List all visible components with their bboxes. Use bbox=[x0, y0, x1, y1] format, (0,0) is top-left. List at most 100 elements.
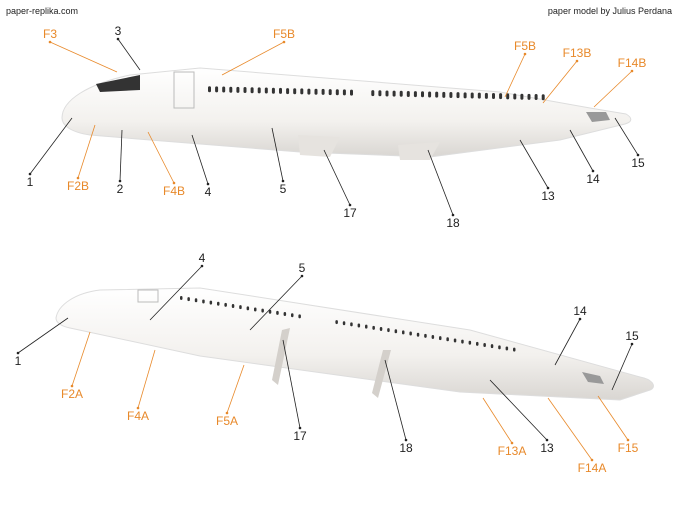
leader-line bbox=[547, 397, 593, 461]
window bbox=[261, 308, 264, 313]
window bbox=[243, 87, 247, 94]
part-label-f14a: F14A bbox=[578, 461, 607, 475]
leader-dot bbox=[172, 181, 176, 185]
part-label-f2b: F2B bbox=[67, 179, 89, 193]
leader-dot bbox=[626, 438, 630, 442]
leader-line bbox=[71, 331, 91, 387]
window bbox=[477, 92, 481, 99]
leader-dot bbox=[281, 179, 285, 183]
window bbox=[222, 86, 226, 93]
part-label-13: 13 bbox=[540, 441, 554, 455]
part-label-f5b: F5B bbox=[273, 27, 295, 41]
wing-root-left bbox=[298, 135, 340, 157]
leader-line bbox=[554, 318, 581, 366]
window bbox=[342, 89, 346, 96]
part-label-17: 17 bbox=[343, 206, 357, 220]
window bbox=[402, 330, 405, 335]
part-label-15: 15 bbox=[625, 329, 639, 343]
window bbox=[300, 88, 304, 95]
leader-line bbox=[597, 395, 629, 441]
leader-dot bbox=[630, 342, 634, 346]
part-label-f13a: F13A bbox=[498, 444, 527, 458]
window bbox=[456, 92, 460, 99]
window-row bbox=[180, 296, 516, 352]
leader-line bbox=[117, 38, 141, 71]
window bbox=[268, 309, 272, 314]
part-label-f4b: F4B bbox=[163, 184, 185, 198]
leader-dot bbox=[298, 426, 302, 430]
window bbox=[239, 305, 242, 310]
leader-line bbox=[482, 397, 513, 444]
leader-dot bbox=[575, 59, 579, 63]
window bbox=[505, 346, 509, 351]
part-label-13: 13 bbox=[541, 189, 555, 203]
window bbox=[446, 337, 449, 342]
leader-dot bbox=[523, 52, 527, 56]
window bbox=[254, 307, 257, 312]
leader-dot bbox=[348, 203, 352, 207]
window bbox=[229, 86, 233, 93]
part-label-15: 15 bbox=[631, 156, 645, 170]
part-label-3: 3 bbox=[115, 24, 122, 38]
window bbox=[217, 301, 220, 306]
leader-dot bbox=[404, 438, 408, 442]
window bbox=[215, 86, 219, 93]
window bbox=[499, 93, 503, 100]
window bbox=[293, 88, 297, 95]
window bbox=[421, 91, 424, 98]
window bbox=[506, 93, 510, 100]
window bbox=[187, 297, 190, 302]
leader-dot bbox=[116, 37, 120, 41]
window bbox=[394, 329, 398, 334]
window bbox=[449, 91, 453, 98]
window bbox=[180, 296, 183, 300]
window bbox=[257, 87, 261, 94]
window bbox=[461, 339, 464, 344]
leader-dot bbox=[70, 384, 74, 388]
part-label-f13b: F13B bbox=[563, 46, 592, 60]
window bbox=[399, 90, 403, 97]
part-label-5: 5 bbox=[280, 182, 287, 196]
window bbox=[250, 87, 254, 94]
window bbox=[298, 314, 301, 319]
part-label-f5b: F5B bbox=[514, 39, 536, 53]
window bbox=[321, 88, 325, 95]
window bbox=[328, 89, 332, 96]
part-label-18: 18 bbox=[399, 441, 413, 455]
leader-dot bbox=[590, 458, 594, 462]
leader-line bbox=[384, 359, 407, 441]
window bbox=[490, 344, 494, 349]
window bbox=[365, 324, 368, 329]
part-label-4: 4 bbox=[205, 185, 212, 199]
leader-line bbox=[271, 127, 284, 182]
leader-dot bbox=[510, 441, 514, 445]
leader-line bbox=[282, 339, 301, 429]
window bbox=[534, 94, 538, 101]
window bbox=[307, 88, 311, 95]
window bbox=[194, 298, 198, 303]
wing-root-left bbox=[272, 328, 290, 385]
window bbox=[442, 91, 446, 98]
leader-line bbox=[226, 364, 245, 414]
window bbox=[378, 90, 382, 97]
leader-dot bbox=[300, 274, 304, 278]
part-label-f4a: F4A bbox=[127, 409, 149, 423]
window bbox=[379, 326, 383, 331]
cockpit-windows bbox=[96, 75, 140, 92]
window bbox=[236, 86, 240, 93]
leader-line bbox=[191, 134, 209, 185]
window bbox=[314, 88, 318, 95]
part-label-f5a: F5A bbox=[216, 414, 238, 428]
leader-dot bbox=[545, 438, 549, 442]
leader-line bbox=[614, 117, 639, 156]
window bbox=[371, 90, 375, 97]
window bbox=[513, 347, 516, 352]
window bbox=[279, 87, 282, 94]
leader-dot bbox=[28, 172, 32, 176]
fuselage-bottom-view bbox=[55, 287, 654, 401]
leader-line bbox=[519, 139, 549, 189]
part-label-f15: F15 bbox=[618, 441, 639, 455]
window bbox=[372, 325, 375, 330]
